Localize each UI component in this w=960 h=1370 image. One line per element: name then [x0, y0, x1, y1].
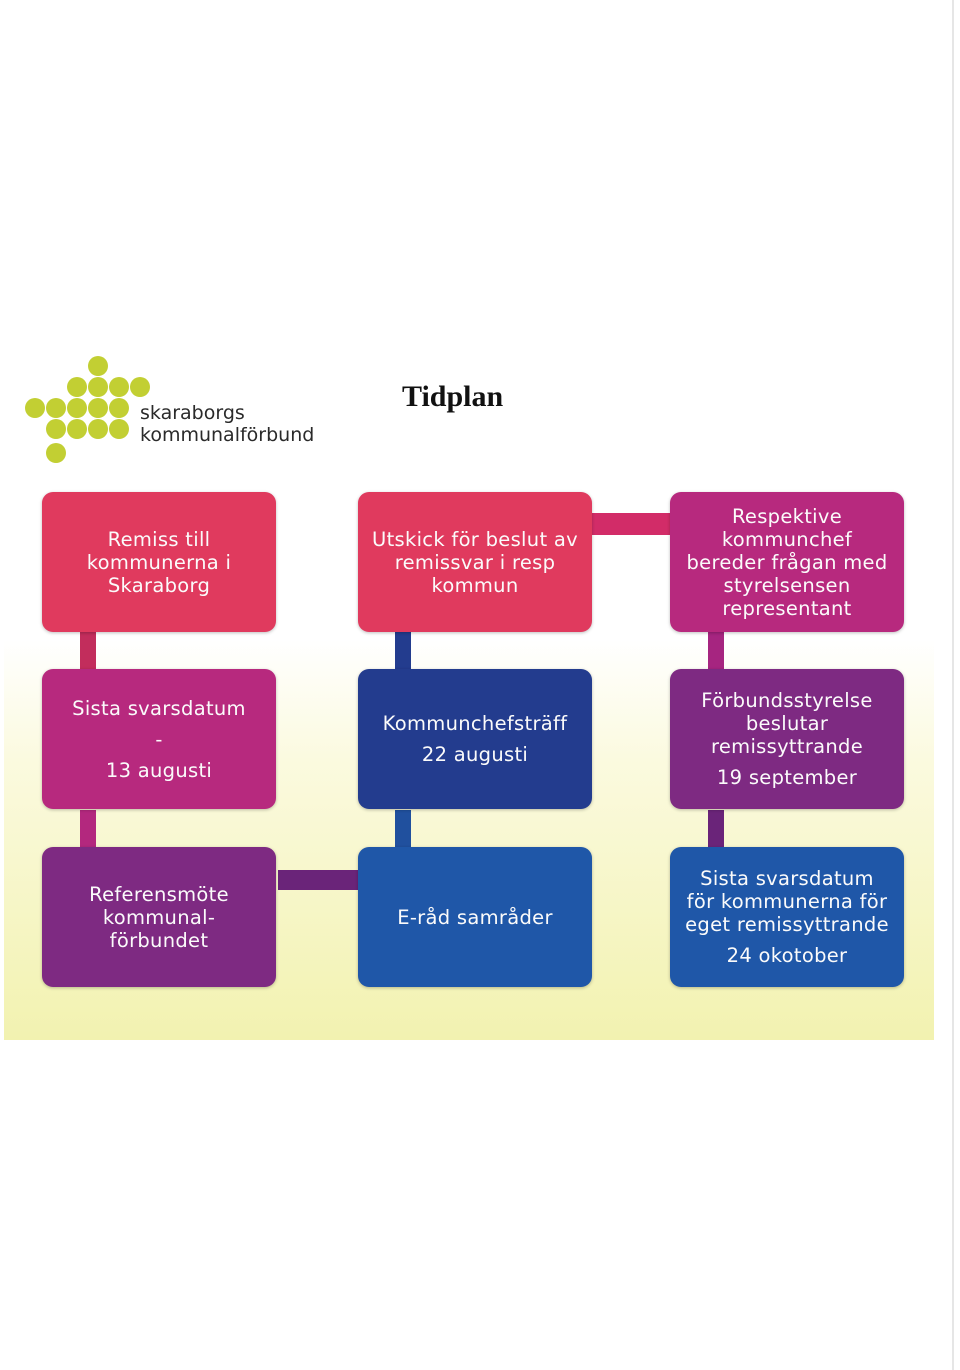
connector-r2c1-r3c1 — [80, 810, 96, 848]
step-text-line: kommunal- — [102, 905, 216, 929]
step-text-line: bereder frågan med — [686, 550, 888, 574]
connector-r2c2-r3c2 — [395, 810, 411, 848]
step-text-line: förbundet — [109, 928, 209, 952]
step-text-line: Utskick för beslut av — [372, 527, 578, 551]
logo-line-1: skaraborgs — [140, 402, 245, 424]
step-text-line: Respektive — [731, 504, 843, 528]
step-e-rad-samrader: E-råd samråder — [358, 847, 592, 987]
step-text-line: - — [155, 727, 163, 751]
step-text-line: kommunchef — [721, 527, 853, 551]
step-remiss-till-kommunerna: Remiss till kommunerna i Skaraborg — [42, 492, 276, 632]
step-sista-svarsdatum-24-okotober: Sista svarsdatum för kommunerna för eget… — [670, 847, 904, 987]
connector-r2c3-r3c3 — [708, 810, 724, 848]
connector-r1c1-r2c1 — [80, 632, 96, 670]
step-referensmote: Referensmöte kommunal- förbundet — [42, 847, 276, 987]
step-text-line: beslutar — [745, 712, 829, 735]
page-title: Tidplan — [402, 380, 504, 413]
step-text-line: eget remissyttrande — [685, 913, 889, 936]
step-utskick-for-beslut: Utskick för beslut av remissvar i resp k… — [358, 492, 592, 632]
step-text-line: Sista svarsdatum — [72, 696, 246, 720]
step-text-line: Kommunchefsträff — [382, 712, 568, 735]
step-text-line: Skaraborg — [107, 573, 211, 597]
step-sista-svarsdatum-13-augusti: Sista svarsdatum - 13 augusti — [42, 669, 276, 809]
step-text-line: remissvar i resp — [394, 550, 556, 574]
step-text-line: 24 okotober — [726, 944, 848, 967]
logo-text: skaraborgs kommunalförbund — [140, 402, 314, 446]
step-text-line: 22 augusti — [421, 743, 529, 766]
step-text-line: 13 augusti — [105, 758, 213, 782]
connector-r1c3-r2c3 — [708, 632, 724, 670]
skaraborgs-logo-icon — [25, 356, 150, 463]
step-text-line: Referensmöte — [89, 882, 229, 906]
step-text-line: för kommunerna för — [686, 890, 888, 913]
step-kommunchefstraff: Kommunchefsträff 22 augusti — [358, 669, 592, 809]
step-text-line: kommunerna i — [86, 550, 232, 574]
step-text-line: Sista svarsdatum — [700, 867, 874, 890]
step-text-line: kommun — [431, 573, 519, 597]
step-text-line: remissyttrande — [710, 735, 864, 758]
step-text-line: Förbundsstyrelse — [701, 689, 873, 712]
step-forbundsstyrelse-beslutar: Förbundsstyrelse beslutar remissyttrande… — [670, 669, 904, 809]
step-text-line: representant — [722, 596, 852, 620]
step-text-line: Remiss till — [107, 527, 211, 551]
connector-r1c2-r1c3 — [592, 513, 670, 535]
step-kommunchef-bereder: Respektive kommunchef bereder frågan med… — [670, 492, 904, 632]
step-text-line: styrelsensen — [723, 573, 851, 597]
step-text-line: E-råd samråder — [397, 905, 553, 929]
step-text-line: 19 september — [716, 766, 858, 789]
logo-line-2: kommunalförbund — [140, 424, 315, 446]
connector-r3c1-r3c2 — [278, 870, 358, 890]
page-edge — [952, 0, 954, 1370]
connector-r1c2-r2c2 — [395, 632, 411, 670]
